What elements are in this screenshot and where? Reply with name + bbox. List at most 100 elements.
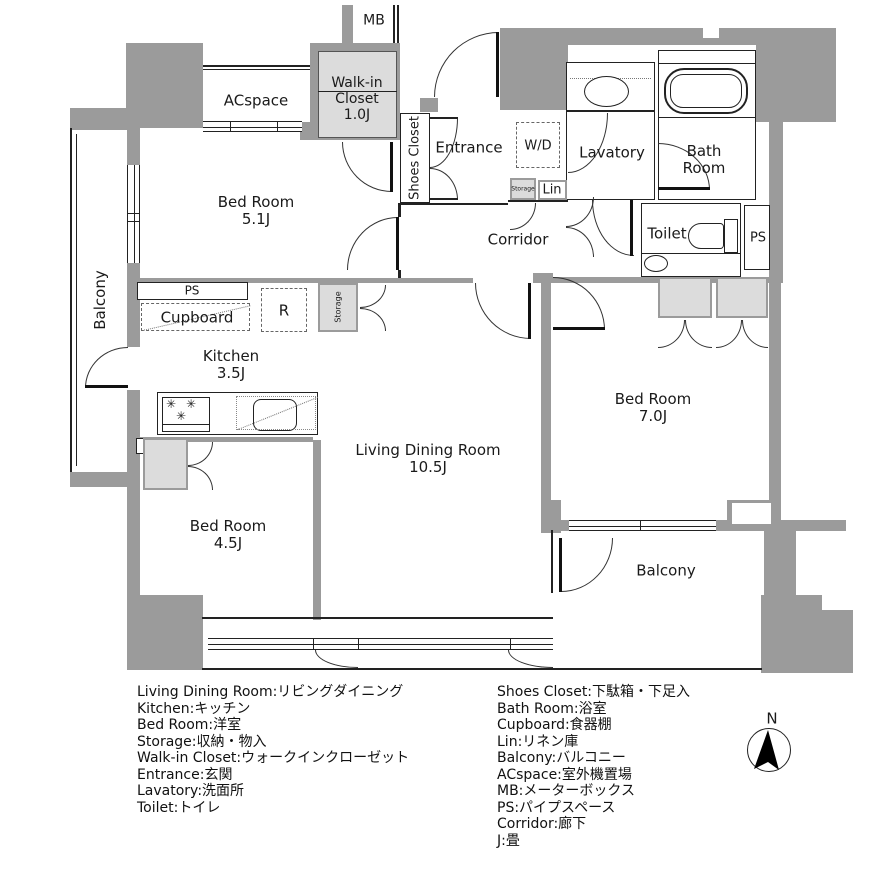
window: [208, 638, 553, 650]
mb-boundary-line: [393, 5, 395, 43]
lavatory-sink: [584, 76, 629, 107]
door-arc: [342, 142, 392, 192]
door-arc: [561, 538, 613, 592]
balcony-edge-line: [202, 668, 762, 670]
door-arc: [360, 308, 386, 331]
acspace-rail-line: [203, 69, 310, 70]
room-label-corridor: Corridor: [487, 230, 549, 249]
bathtub-inner: [670, 74, 742, 108]
legend-item: Bath Room:浴室: [497, 700, 607, 717]
wall: [824, 28, 836, 122]
wall-line: [398, 270, 401, 278]
legend-item: PS:パイプスペース: [497, 799, 616, 816]
balcony-rail-line: [76, 134, 77, 466]
wall: [761, 595, 822, 673]
wall-notch: [732, 503, 771, 524]
legend-item: Corridor:廊下: [497, 816, 587, 832]
room-label-toilet: Toilet: [647, 224, 687, 243]
legend-item: Living Dining Room:リビングダイニング: [137, 684, 404, 700]
window: [569, 520, 716, 531]
shoes-closet-box: [400, 113, 430, 203]
legend-right-column: Shoes Closet:下駄箱・下足入 Bath Room:浴室 Cupboa…: [497, 684, 690, 849]
window-mullion: [277, 122, 278, 131]
wall: [70, 108, 128, 130]
room-label-entrance: Entrance: [435, 138, 503, 157]
wall: [541, 500, 561, 533]
burner-icon: ✳: [186, 397, 197, 411]
legend-item: Lavatory:洗面所: [137, 783, 245, 799]
wall-line: [398, 203, 401, 217]
door-arc: [742, 320, 768, 348]
wall: [769, 115, 783, 283]
wall: [126, 43, 203, 128]
storage-box: [318, 283, 358, 332]
balcony-rail-line: [70, 128, 72, 472]
refrigerator-box: [261, 288, 307, 332]
window-mullion: [128, 221, 139, 222]
door-arc: [360, 285, 386, 308]
wall: [822, 610, 853, 673]
pipe-space-box: [744, 205, 770, 270]
hand-sink: [644, 255, 668, 272]
door-leaf: [430, 198, 458, 200]
room-label-ps-kitchen: PS: [184, 283, 200, 298]
room-label-walk-in-closet: Walk-in Closet 1.0J: [331, 75, 383, 123]
window-mullion: [510, 639, 511, 649]
wall: [500, 28, 836, 45]
kitchen-sink: [253, 399, 297, 431]
counter-line: [567, 110, 654, 112]
stove: [162, 397, 210, 432]
door-leaf: [559, 538, 562, 592]
burner-icon: ✳: [176, 409, 187, 423]
room-label-shoes-closet: Shoes Closet: [407, 116, 423, 200]
wall: [420, 98, 438, 112]
wall: [756, 45, 824, 122]
legend-item: ACspace:室外機置場: [497, 766, 632, 783]
door-arc: [434, 32, 499, 97]
legend-left-column: Living Dining Room:リビングダイニング Kitchen:キッチ…: [137, 684, 409, 816]
door-leaf: [430, 117, 458, 119]
closet-box: [658, 277, 712, 318]
window-mullion: [358, 639, 359, 649]
window-mullion: [313, 639, 314, 649]
legend-item: Bed Room:洋室: [137, 717, 242, 733]
window-mullion: [640, 521, 641, 530]
legend-item: Shoes Closet:下駄箱・下足入: [497, 684, 691, 700]
legend-item: Kitchen:キッチン: [137, 700, 251, 717]
sink-dashed-box: [236, 396, 316, 430]
wall: [127, 130, 140, 165]
stove-grill-line: [163, 424, 209, 425]
window-swing-arc: [315, 650, 358, 668]
window-mullion: [230, 122, 231, 131]
wall: [313, 440, 321, 620]
linen-box: [538, 180, 567, 200]
wall: [500, 45, 568, 110]
legend-item: J:畳: [497, 832, 520, 849]
closet-pole-line: [318, 91, 397, 92]
pipe-space-box: [137, 282, 248, 300]
north-label: N: [766, 709, 778, 728]
wall-notch: [703, 28, 719, 38]
door-arc: [475, 283, 531, 339]
door-arc: [685, 320, 712, 348]
room-label-lin: Lin: [542, 182, 562, 198]
door-arc: [592, 200, 634, 256]
window-swing-arc: [508, 650, 553, 668]
legend-item: Entrance:玄関: [137, 766, 233, 783]
wall: [764, 531, 796, 595]
toilet-divider-line: [642, 253, 740, 254]
door-arc: [716, 320, 742, 348]
door-arc: [510, 203, 536, 230]
acspace-rail-line: [203, 65, 310, 67]
wall: [127, 595, 203, 670]
legend-item: Balcony:バルコニー: [497, 750, 626, 766]
tub-alcove-line: [659, 117, 755, 118]
door-leaf: [658, 187, 710, 190]
door-arc: [658, 320, 685, 348]
